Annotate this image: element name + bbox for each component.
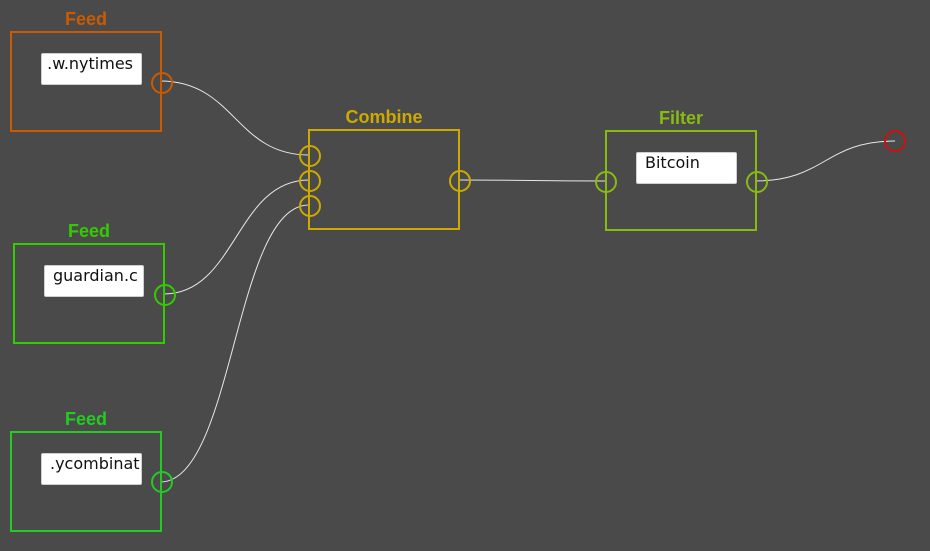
input-port-3[interactable] — [299, 195, 321, 217]
feed-url-input[interactable]: guardian.c — [44, 265, 144, 297]
output-port[interactable] — [746, 171, 768, 193]
wire-combine-to-filter — [457, 179, 606, 182]
node-title: Combine — [345, 107, 423, 127]
filter-node[interactable]: Filter Bitcoin — [595, 108, 768, 231]
input-port[interactable] — [595, 171, 617, 193]
input-port-2[interactable] — [299, 170, 321, 192]
output-port[interactable] — [449, 170, 471, 192]
node-title: Feed — [64, 9, 107, 29]
node-title: Feed — [67, 221, 110, 241]
output-port[interactable] — [154, 284, 176, 306]
combine-node[interactable]: Combine — [299, 107, 471, 230]
feed-url-input[interactable]: w.nytimes. — [41, 53, 142, 85]
node-title: Filter — [658, 108, 703, 128]
wire-filter-to-sink — [754, 140, 896, 182]
output-port[interactable] — [151, 471, 173, 493]
feed-node[interactable]: Feed .ycombinat — [10, 409, 173, 532]
wire-feed1-to-combine — [159, 80, 310, 156]
input-port-1[interactable] — [299, 145, 321, 167]
wire-feed3-to-combine — [159, 204, 310, 483]
filter-keyword-input[interactable]: Bitcoin — [636, 152, 737, 184]
feed-url-input[interactable]: .ycombinat — [41, 453, 142, 485]
output-port[interactable] — [151, 72, 173, 94]
sink-port[interactable] — [884, 130, 906, 152]
feed-node[interactable]: Feed guardian.c — [13, 221, 176, 344]
feed-node[interactable]: Feed w.nytimes. — [10, 9, 173, 132]
node-title: Feed — [64, 409, 107, 429]
wire-feed2-to-combine — [163, 179, 310, 295]
